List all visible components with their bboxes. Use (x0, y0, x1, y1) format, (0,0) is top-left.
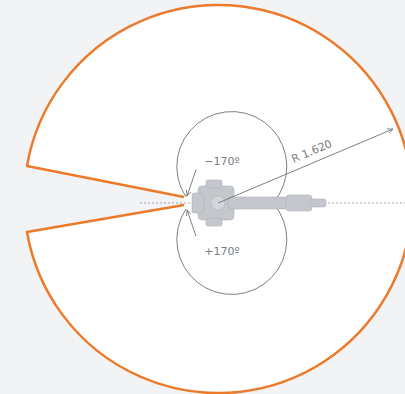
angle-label: −170º (204, 156, 239, 168)
rotation-arrow (187, 210, 196, 236)
rotation-arrow (187, 170, 196, 196)
workspace-outline (27, 5, 405, 393)
robot-silhouette (192, 180, 326, 226)
angle-label: +170º (204, 246, 239, 258)
radius-line (218, 129, 393, 203)
